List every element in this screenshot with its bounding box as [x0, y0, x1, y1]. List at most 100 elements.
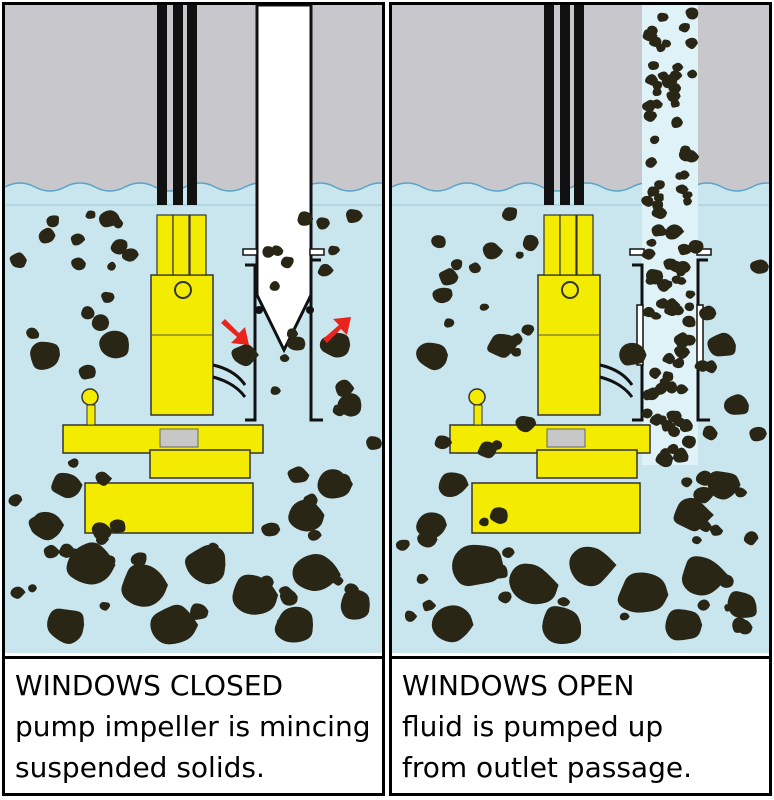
- lifting-eye: [468, 388, 486, 406]
- panel-windows-closed: WINDOWS CLOSED pump impeller is mincing …: [2, 2, 385, 796]
- solid-particle: [515, 415, 537, 433]
- solid-particle: [619, 342, 647, 366]
- solid-particle: [502, 547, 515, 558]
- solid-particle: [538, 579, 551, 591]
- solid-particle: [681, 435, 696, 449]
- solid-particle: [58, 543, 75, 558]
- panel-windows-open: WINDOWS OPEN fluid is pumped up from out…: [389, 2, 772, 796]
- diagram-windows-open: [392, 5, 769, 653]
- solid-particle: [646, 238, 657, 247]
- solid-particle: [510, 333, 523, 345]
- hydraulic-hose: [544, 5, 554, 205]
- solid-particle: [671, 305, 685, 316]
- solid-particle: [668, 82, 682, 94]
- solid-particle: [95, 471, 113, 486]
- solid-particle: [452, 544, 504, 587]
- solid-particle: [662, 352, 676, 365]
- lifting-eye-post: [86, 404, 96, 426]
- solid-particle: [395, 539, 410, 551]
- solid-particle: [723, 394, 749, 415]
- caption-windows-open: WINDOWS OPEN fluid is pumped up from out…: [402, 665, 763, 788]
- solid-particle: [724, 604, 733, 612]
- pump-motor-body: [537, 274, 601, 416]
- hydraulic-hose: [187, 5, 197, 205]
- solid-particle: [38, 227, 56, 244]
- window-hinge: [255, 306, 263, 314]
- solid-particle: [678, 147, 695, 162]
- scene-windows-closed: [5, 5, 382, 659]
- solid-particle: [727, 591, 757, 618]
- solid-particle: [334, 473, 351, 488]
- hydraulic-hose: [157, 5, 167, 205]
- solid-particle: [719, 574, 734, 588]
- solid-particle: [672, 357, 685, 369]
- solid-particle: [98, 210, 121, 228]
- flow-arrow: [323, 317, 351, 343]
- valve-housing-right: [309, 258, 323, 422]
- solid-particle: [303, 493, 318, 508]
- solid-particle: [647, 61, 660, 70]
- solid-particle: [676, 384, 689, 395]
- pump-port: [561, 281, 579, 299]
- impeller-housing: [149, 449, 251, 479]
- solid-particle: [557, 597, 571, 607]
- hydraulic-hose: [574, 5, 584, 205]
- solid-particle: [110, 239, 128, 255]
- solid-particle: [643, 110, 658, 122]
- solid-particle: [208, 542, 219, 551]
- solid-particle: [99, 330, 129, 359]
- solid-particle: [709, 524, 724, 536]
- valve-flange: [242, 248, 258, 256]
- solid-particle: [697, 599, 711, 611]
- impeller-shaft: [159, 428, 199, 448]
- solid-particle: [675, 184, 689, 195]
- solid-particle: [28, 584, 37, 593]
- solid-particle: [691, 536, 702, 545]
- solid-particle: [492, 440, 503, 450]
- hydraulic-fitting: [172, 214, 190, 276]
- solid-particle: [316, 217, 330, 230]
- solid-particle: [489, 507, 508, 524]
- solid-particle: [416, 573, 429, 584]
- solid-particle: [67, 458, 79, 468]
- solid-particle: [661, 419, 676, 432]
- solid-particle: [509, 563, 559, 605]
- solid-particle: [522, 234, 539, 252]
- outlet-pipe: [255, 5, 313, 354]
- solid-particle: [185, 544, 226, 585]
- flow-arrow: [221, 319, 249, 345]
- solid-particle: [288, 499, 325, 532]
- solid-particle: [85, 210, 96, 219]
- drain-hose: [599, 363, 634, 386]
- drain-hose: [212, 375, 247, 398]
- solid-particle: [46, 215, 60, 228]
- solid-particle: [498, 591, 512, 604]
- solid-particle: [422, 599, 437, 612]
- solid-particle: [479, 303, 490, 311]
- solid-particle: [681, 477, 693, 488]
- solid-particle: [671, 275, 682, 284]
- solid-particle: [699, 520, 712, 533]
- lifting-eye: [81, 388, 99, 406]
- solid-particle: [685, 7, 699, 20]
- solid-particle: [743, 531, 759, 546]
- solid-particle: [99, 601, 111, 611]
- solid-particle: [328, 245, 341, 256]
- solid-particle: [674, 346, 691, 359]
- diagram-windows-closed: [5, 5, 382, 653]
- drain-hose: [212, 363, 247, 386]
- solid-particle: [635, 589, 653, 603]
- solid-particle: [91, 522, 113, 540]
- solid-particle: [261, 522, 281, 537]
- solid-particle: [662, 371, 674, 382]
- solid-particle: [678, 22, 690, 33]
- hydraulic-fitting: [189, 214, 207, 276]
- solid-particle: [663, 258, 677, 270]
- solid-particle: [340, 589, 370, 620]
- solid-particle: [70, 233, 86, 246]
- solid-particle: [91, 314, 110, 332]
- caption-line: suspended solids.: [15, 751, 265, 784]
- solid-particle: [270, 386, 281, 395]
- caption-title: WINDOWS CLOSED: [15, 669, 284, 702]
- solid-particle: [292, 554, 341, 591]
